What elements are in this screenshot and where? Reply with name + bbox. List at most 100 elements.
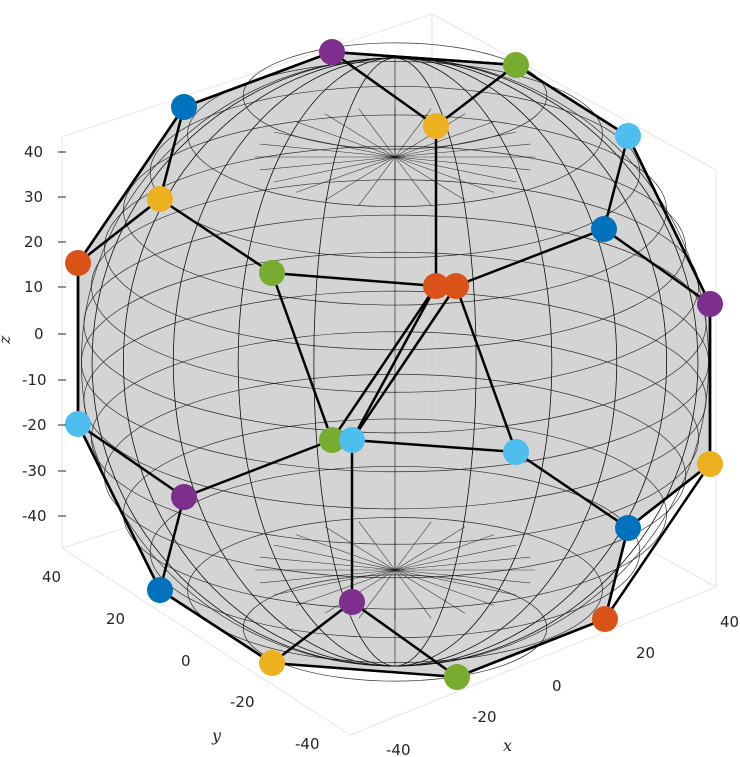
graph-edge bbox=[627, 463, 711, 529]
sphere-pole-line bbox=[394, 156, 517, 183]
graph-node-n22 bbox=[339, 589, 365, 615]
sphere-pole-line bbox=[324, 569, 396, 614]
z-tick-label: -30 bbox=[22, 462, 47, 480]
sphere-pole-line bbox=[259, 143, 396, 158]
sphere-pole-line bbox=[394, 156, 531, 171]
graph-edge bbox=[515, 450, 629, 530]
graph-node-n10 bbox=[423, 273, 449, 299]
graph-node-n24 bbox=[444, 664, 470, 690]
graph-node-n1 bbox=[319, 39, 345, 65]
x-axis-label: x bbox=[503, 736, 512, 755]
graph-node-n12 bbox=[697, 291, 723, 317]
x-tick-label: 0 bbox=[552, 677, 562, 695]
y-tick-label: 20 bbox=[106, 610, 125, 628]
graph-node-n9 bbox=[259, 260, 285, 286]
graph-node-n14 bbox=[319, 427, 345, 453]
graph-edge bbox=[159, 588, 273, 665]
graph-edge bbox=[626, 135, 712, 305]
graph-edge bbox=[183, 438, 333, 499]
sphere-pole-line bbox=[394, 569, 466, 614]
graph-edge bbox=[77, 422, 185, 499]
sphere-pole-line bbox=[295, 156, 396, 193]
sphere-pole-line bbox=[259, 556, 396, 571]
graph-nodes bbox=[65, 39, 723, 690]
graph-edge bbox=[270, 272, 334, 441]
graph-edge bbox=[76, 423, 162, 591]
sphere-pole-line bbox=[273, 544, 396, 571]
axes-box-line bbox=[431, 13, 717, 171]
sphere-parallel bbox=[149, 465, 641, 639]
graph-edge bbox=[603, 527, 630, 620]
z-tick-label: 30 bbox=[24, 188, 43, 206]
z-tick-label: -20 bbox=[22, 416, 47, 434]
y-axis-label: y bbox=[211, 726, 222, 745]
z-tick-label: 20 bbox=[24, 233, 43, 251]
graph-node-n13 bbox=[65, 411, 91, 437]
y-tick-label: -20 bbox=[230, 693, 255, 711]
sphere-parallel bbox=[83, 290, 707, 510]
graph-node-n3 bbox=[171, 94, 197, 120]
y-tick-label: 40 bbox=[42, 568, 61, 586]
sphere-pole-line bbox=[394, 544, 517, 571]
x-tick-label: 40 bbox=[720, 613, 739, 631]
graph-edge bbox=[331, 50, 517, 67]
sphere-pole-line bbox=[394, 534, 495, 571]
graph-node-n2 bbox=[503, 52, 529, 78]
graph-node-n21 bbox=[592, 606, 618, 632]
sphere-pole-line bbox=[394, 569, 531, 584]
axes-box-line bbox=[61, 547, 351, 736]
graph-node-n23 bbox=[259, 650, 285, 676]
sphere-parallel bbox=[187, 517, 603, 663]
sphere-pole-line bbox=[358, 156, 396, 206]
graph-edge bbox=[602, 135, 630, 230]
sphere-pole-line bbox=[324, 113, 396, 158]
sphere-pole-line bbox=[394, 143, 531, 158]
graph-node-n8 bbox=[65, 250, 91, 276]
sphere-pole-line bbox=[324, 156, 396, 201]
graph-edge bbox=[159, 197, 273, 275]
graph-edge bbox=[351, 438, 517, 454]
sphere-pole-line bbox=[394, 156, 466, 201]
y-tick-label: 0 bbox=[181, 652, 191, 670]
sphere-pole-line bbox=[394, 108, 432, 158]
sphere-pole-line bbox=[394, 569, 495, 606]
graph-node-n6 bbox=[147, 186, 173, 212]
sphere-parallel bbox=[81, 251, 709, 473]
graph-edge bbox=[330, 285, 438, 441]
sphere-pole-line bbox=[259, 156, 396, 171]
sphere-pole-line bbox=[273, 131, 396, 158]
z-tick-label: 0 bbox=[34, 325, 44, 343]
z-tick-label: -40 bbox=[22, 507, 47, 525]
graph-edge bbox=[350, 285, 438, 441]
sphere-pole-line bbox=[394, 556, 531, 571]
sphere-pole-line bbox=[394, 156, 432, 206]
graph-node-n11 bbox=[443, 273, 469, 299]
graph-node-n19 bbox=[147, 577, 173, 603]
graph-edge bbox=[603, 227, 711, 306]
x-tick-label: 20 bbox=[636, 644, 655, 662]
sphere-pole-line bbox=[324, 526, 396, 571]
graph-edge bbox=[271, 271, 437, 288]
graph-edge bbox=[76, 106, 186, 264]
sphere-pole-line bbox=[295, 534, 396, 571]
graph-edge bbox=[271, 601, 353, 664]
graph-edge bbox=[350, 285, 458, 441]
sphere-meridian bbox=[91, 57, 699, 667]
sphere-pole-line bbox=[273, 156, 396, 183]
graph-node-n20 bbox=[615, 515, 641, 541]
graph-edge bbox=[351, 600, 458, 679]
graph-edge bbox=[158, 106, 186, 200]
sphere-parallel bbox=[149, 85, 641, 259]
graph-edge bbox=[331, 50, 437, 128]
axes-box-line bbox=[349, 586, 717, 736]
sphere-pole-line bbox=[295, 121, 396, 158]
graph-edge bbox=[77, 198, 161, 264]
y-tick-label: -40 bbox=[295, 735, 320, 753]
graph-edge bbox=[158, 496, 186, 591]
graph-node-n17 bbox=[697, 451, 723, 477]
z-tick-label: 40 bbox=[24, 143, 43, 161]
sphere-pole-line bbox=[295, 569, 396, 606]
sphere-pole-line bbox=[273, 569, 396, 596]
sphere-pole-line bbox=[259, 569, 396, 584]
